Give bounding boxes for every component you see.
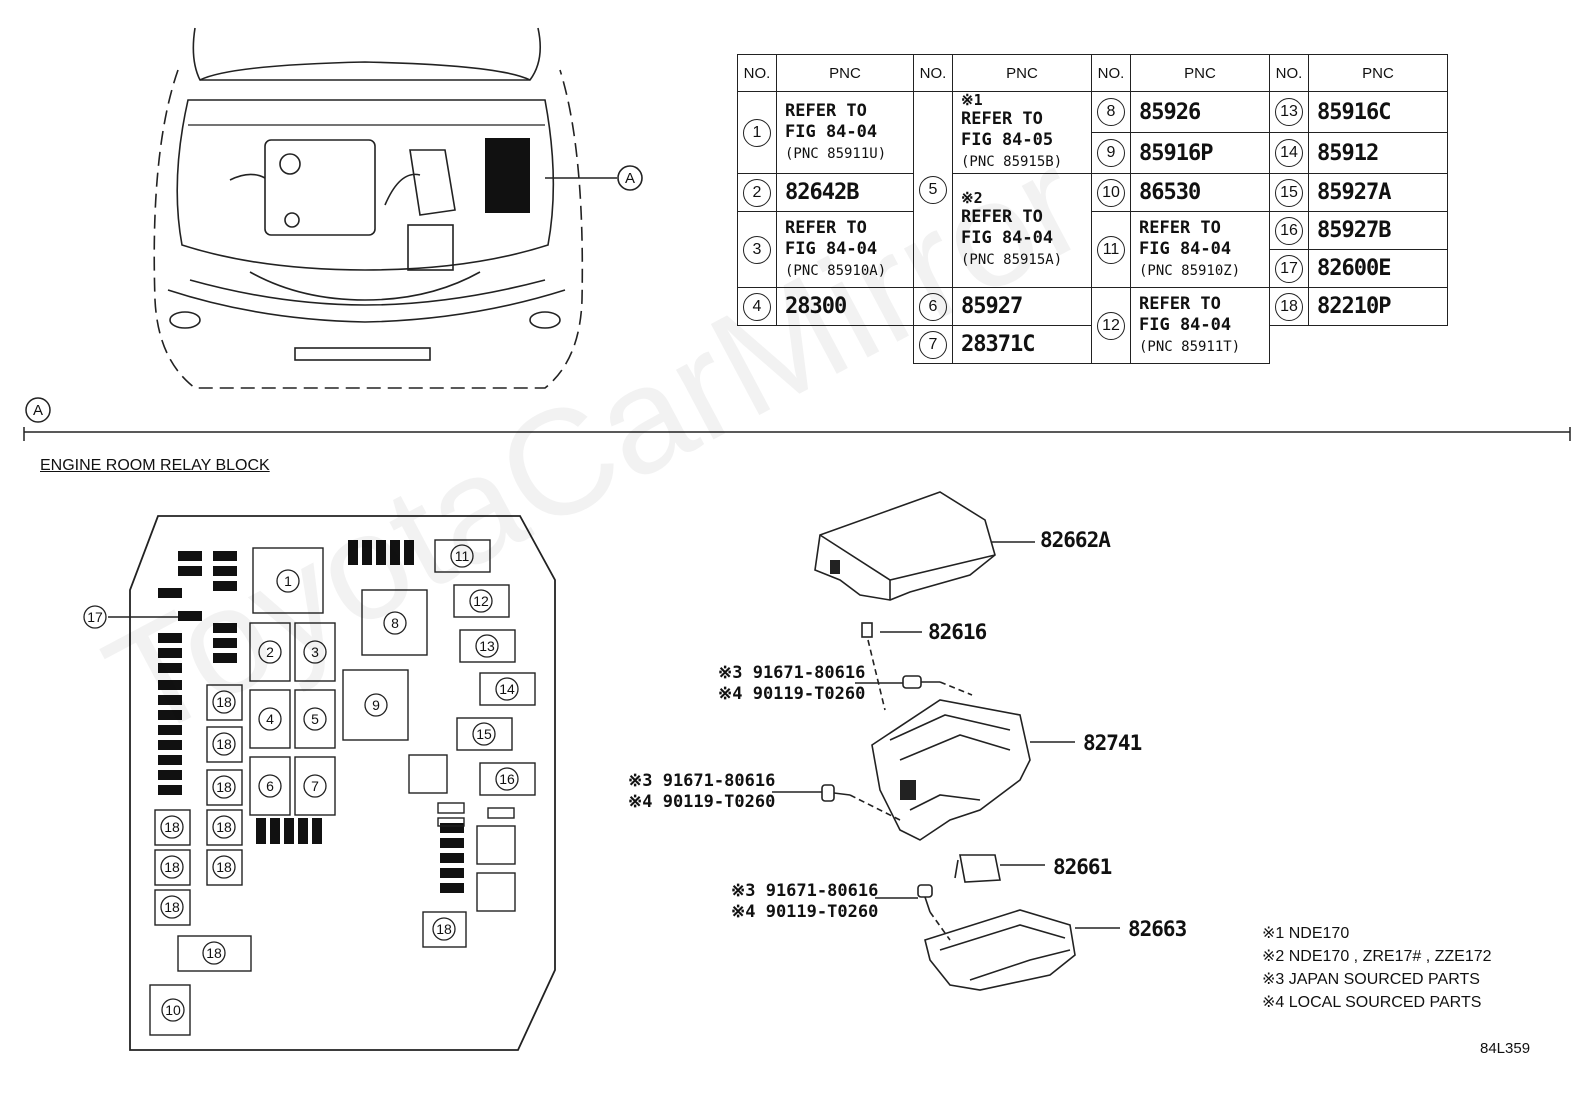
relay-label-17: 17 — [87, 609, 103, 625]
part-label-bolt: ※4 90119-T0260 — [731, 902, 879, 922]
part-label-bolt: ※4 90119-T0260 — [718, 684, 866, 704]
car-engine-bay-illustration: A — [153, 27, 643, 389]
table-header-no: NO. — [1091, 54, 1131, 92]
table-header-no: NO. — [1269, 54, 1309, 92]
table-cell-no: 18 — [1269, 287, 1309, 326]
table-cell-no: 14 — [1269, 132, 1309, 174]
section-divider: A — [23, 397, 1571, 441]
relay-label-18: 18 — [164, 859, 180, 875]
table-header-no: NO. — [913, 54, 953, 92]
table-cell-no: 3 — [737, 211, 777, 288]
section-callout-letter: A — [33, 402, 43, 419]
figure-id: 84L359 — [1480, 1040, 1531, 1057]
table-cell-no: 12 — [1091, 287, 1131, 364]
relay-label-4: 4 — [266, 711, 274, 727]
relay-label-2: 2 — [266, 644, 274, 660]
part-label-relay: 82661 — [1053, 855, 1112, 879]
pnc-table: NO. PNC NO. PNC NO. PNC NO. PNC 1 REFER … — [737, 54, 1448, 364]
table-cell-pnc: 82600E — [1308, 249, 1448, 288]
table-cell-no: 1 — [737, 91, 777, 174]
table-cell-pnc: 82210P — [1308, 287, 1448, 326]
table-cell-no: 8 — [1091, 91, 1131, 133]
relay-label-9: 9 — [372, 697, 380, 713]
part-label-bolt: ※4 90119-T0260 — [628, 792, 776, 812]
table-cell-no: 15 — [1269, 173, 1309, 212]
part-label-lower-box: 82663 — [1128, 917, 1187, 941]
exploded-parts-illustration — [772, 491, 1120, 991]
relay-label-18: 18 — [164, 899, 180, 915]
table-cell-pnc: 82642B — [776, 173, 914, 212]
table-cell-no: 10 — [1091, 173, 1131, 212]
part-label-bolt: ※3 91671-80616 — [731, 881, 879, 901]
relay-label-15: 15 — [476, 726, 492, 742]
relay-label-18: 18 — [216, 819, 232, 835]
relay-block-layout: 1 2 3 4 5 6 7 8 9 10 11 12 13 14 15 16 1… — [83, 515, 556, 1051]
table-header-pnc: PNC — [1130, 54, 1270, 92]
relay-label-18: 18 — [216, 859, 232, 875]
relay-label-3: 3 — [311, 644, 319, 660]
table-cell-pnc: 85927 — [952, 287, 1092, 326]
relay-label-5: 5 — [311, 711, 319, 727]
table-cell-pnc: 28371C — [952, 325, 1092, 364]
table-cell-pnc: 85927B — [1308, 211, 1448, 250]
relay-label-18: 18 — [164, 819, 180, 835]
relay-label-6: 6 — [266, 778, 274, 794]
table-header-pnc: PNC — [952, 54, 1092, 92]
part-label-clip: 82616 — [928, 620, 987, 644]
table-cell-no: 9 — [1091, 132, 1131, 174]
relay-label-10: 10 — [165, 1002, 181, 1018]
table-cell-pnc: 85927A — [1308, 173, 1448, 212]
table-cell-no: 7 — [913, 325, 953, 364]
table-cell-pnc: 86530 — [1130, 173, 1270, 212]
legend-item: ※2 NDE170 , ZRE17# , ZZE172 — [1262, 948, 1492, 965]
table-cell-no: 16 — [1269, 211, 1309, 250]
relay-label-18: 18 — [216, 779, 232, 795]
table-cell-pnc: 28300 — [776, 287, 914, 326]
relay-label-14: 14 — [499, 681, 515, 697]
legend-item: ※1 NDE170 — [1262, 925, 1350, 942]
table-cell-no: 4 — [737, 287, 777, 326]
table-cell-pnc: 85926 — [1130, 91, 1270, 133]
relay-label-18: 18 — [216, 736, 232, 752]
table-cell-pnc: 85916C — [1308, 91, 1448, 133]
table-cell-no: 6 — [913, 287, 953, 326]
part-label-upper-box: 82741 — [1083, 731, 1142, 755]
relay-label-18: 18 — [206, 945, 222, 961]
relay-label-18: 18 — [216, 694, 232, 710]
part-label-cover: 82662A — [1040, 528, 1111, 552]
legend-item: ※4 LOCAL SOURCED PARTS — [1262, 994, 1482, 1011]
section-title: ENGINE ROOM RELAY BLOCK — [40, 457, 270, 474]
relay-label-8: 8 — [391, 615, 399, 631]
table-cell-no: 11 — [1091, 211, 1131, 288]
relay-label-12: 12 — [473, 593, 489, 609]
table-header-pnc: PNC — [1308, 54, 1448, 92]
relay-label-16: 16 — [499, 771, 515, 787]
table-cell-no: 2 — [737, 173, 777, 212]
part-label-bolt: ※3 91671-80616 — [718, 663, 866, 683]
table-cell-pnc: 85916P — [1130, 132, 1270, 174]
table-header-pnc: PNC — [776, 54, 914, 92]
legend-item: ※3 JAPAN SOURCED PARTS — [1262, 971, 1480, 988]
table-cell-no: 13 — [1269, 91, 1309, 133]
table-cell-no: 5 — [913, 91, 953, 288]
relay-label-11: 11 — [455, 548, 470, 564]
relay-label-13: 13 — [479, 638, 495, 654]
table-cell-pnc: 85912 — [1308, 132, 1448, 174]
relay-label-18: 18 — [436, 921, 452, 937]
table-header-no: NO. — [737, 54, 777, 92]
relay-label-7: 7 — [311, 778, 319, 794]
car-callout-letter: A — [625, 170, 635, 187]
relay-label-1: 1 — [284, 573, 292, 589]
table-cell-no: 17 — [1269, 249, 1309, 288]
part-label-bolt: ※3 91671-80616 — [628, 771, 776, 791]
